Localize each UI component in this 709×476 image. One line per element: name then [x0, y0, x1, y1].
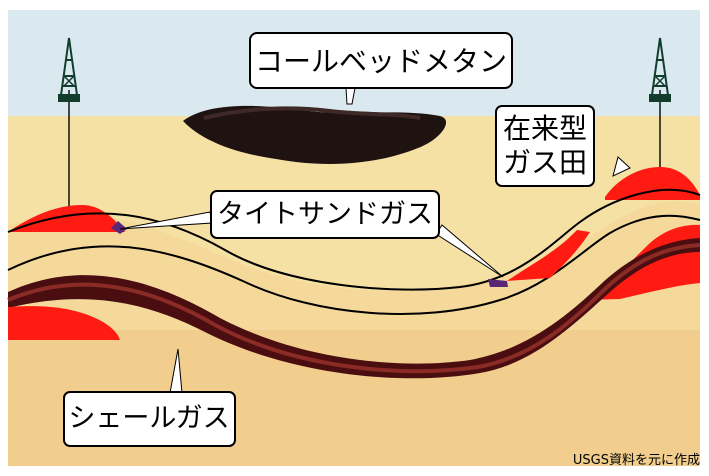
right-rig-icon [649, 37, 671, 102]
conventional-gas-field [605, 167, 700, 200]
source-credit: USGS資料を元に作成 [573, 453, 700, 468]
conventional-label-line1: 在来型 [503, 112, 587, 145]
tight-sand-label-box: タイトサンドガス [210, 190, 440, 239]
upper-strata-line [7, 188, 701, 291]
tight-sand-marker-left [111, 221, 127, 234]
shale-label-box: シェールガス [63, 391, 236, 447]
coalbed-label-box: コールベッドメタン [249, 32, 513, 89]
left-rig-icon [58, 37, 80, 102]
shale-label: シェールガス [68, 403, 229, 434]
tight-sand-marker-right [488, 279, 508, 287]
conventional-label-box: 在来型 ガス田 [495, 105, 595, 187]
conventional-callout-pointer [612, 156, 631, 177]
tight-sand-pocket-right [507, 230, 590, 281]
tight-sand-cap-left [8, 205, 125, 232]
coalbed-inner-highlight [203, 106, 421, 120]
coalbed-label: コールベッドメタン [255, 45, 507, 78]
shale-inner-line [7, 243, 701, 374]
shale-layer [8, 238, 700, 379]
conventional-label-line2: ガス田 [503, 146, 587, 179]
lower-gas-zone-left [8, 306, 120, 340]
coalbed-deposit [183, 105, 447, 164]
tight-sand-label: タイトサンドガス [217, 199, 433, 230]
middle-strata-line [7, 214, 701, 315]
